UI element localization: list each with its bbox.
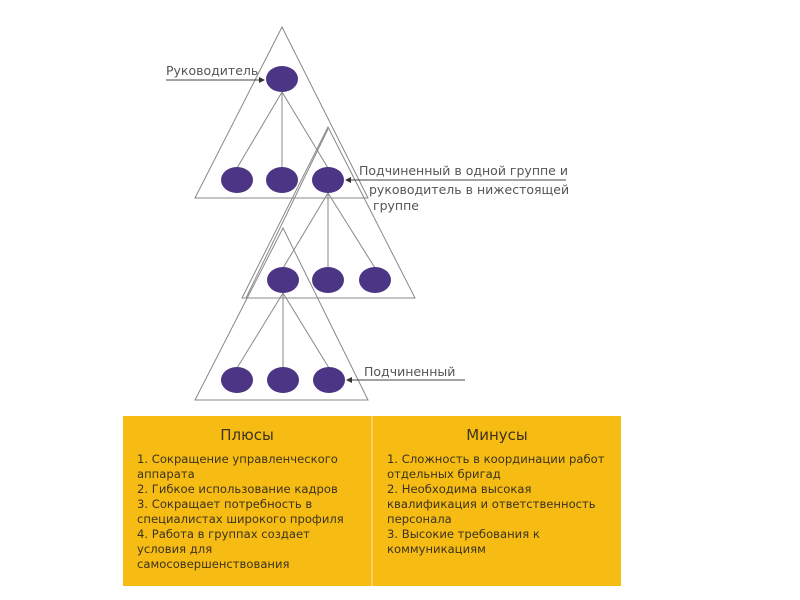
middle-label-line1: Подчиненный в одной группе и <box>359 163 568 178</box>
group-triangle-top <box>194 25 369 199</box>
employee-node <box>267 267 299 293</box>
pros-cons-table: Плюсы 1. Сокращение управленческого аппа… <box>123 416 621 586</box>
cons-item: 3. Высокие требования к коммуникациям <box>387 527 540 556</box>
employee-node <box>359 267 391 293</box>
pros-column: Плюсы 1. Сокращение управленческого аппа… <box>123 416 371 586</box>
employee-node <box>221 367 253 393</box>
employee-node <box>267 367 299 393</box>
pros-item: 1. Сокращение управленческого аппарата <box>137 452 338 481</box>
pros-item: 3. Сокращает потребность в специалистах … <box>137 497 344 526</box>
employee-node <box>221 167 253 193</box>
cons-item: 2. Необходима высокая квалификация и отв… <box>387 482 596 526</box>
employee-node <box>266 167 298 193</box>
employee-node <box>313 367 345 393</box>
cons-item: 1. Сложность в координации работ отдельн… <box>387 452 605 481</box>
cons-title: Минусы <box>466 426 528 444</box>
employee-node <box>312 267 344 293</box>
subordinate-label: Подчиненный <box>364 364 456 379</box>
pros-item: 4. Работа в группах создает условия для … <box>137 527 310 571</box>
manager-node <box>266 66 298 92</box>
hierarchy-diagram <box>166 25 566 401</box>
middle-label-line3: группе <box>373 198 419 213</box>
employee-node <box>312 167 344 193</box>
cons-column: Минусы 1. Сложность в координации работ … <box>371 416 621 586</box>
manager-label: Руководитель <box>166 63 259 78</box>
group-triangle-bottom <box>194 226 369 401</box>
group-triangle-middle <box>241 125 416 299</box>
pros-title: Плюсы <box>220 426 274 444</box>
pros-item: 2. Гибкое использование кадров <box>137 482 338 496</box>
middle-label-line2: руководитель в нижестоящей <box>369 182 570 197</box>
